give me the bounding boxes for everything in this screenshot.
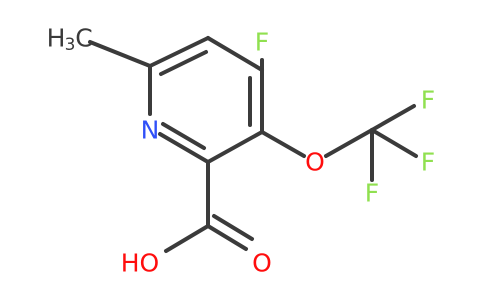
atom-labels: H 3 C N F O F F F HO O [47, 24, 436, 278]
bond-cooh-o-1 [206, 224, 248, 251]
bond-cf3-f2 [370, 128, 418, 158]
methyl-c-label: C [75, 24, 92, 53]
bond-c2-n-inner [161, 122, 206, 150]
ether-oxygen-label: O [305, 148, 325, 177]
bond-c3-o [260, 130, 306, 158]
fluoro-label: F [255, 28, 269, 57]
bond-c6-c5-inner [159, 50, 208, 76]
ring-nitrogen-label: N [141, 116, 160, 145]
methyl-subscript-label: 3 [65, 35, 76, 55]
bond-methyl [88, 40, 152, 68]
hydroxyl-label: HO [121, 249, 159, 278]
bond-cooh-o-2 [212, 214, 254, 241]
cf3-fluorine-3-label: F [365, 179, 379, 208]
bond-c3-c2 [206, 130, 264, 164]
bond-c5-c4 [206, 36, 264, 72]
bonds [88, 36, 418, 253]
bond-o-cf3 [324, 128, 374, 158]
bond-cf3-f1 [370, 104, 416, 132]
bond-c6-c5 [148, 36, 210, 68]
methyl-h-label: H [47, 24, 66, 53]
bond-c2-n [158, 132, 210, 164]
bond-cooh-oh [164, 224, 210, 253]
carbonyl-oxygen-label: O [252, 249, 272, 278]
cf3-fluorine-1-label: F [421, 86, 435, 115]
cf3-fluorine-2-label: F [421, 148, 435, 177]
